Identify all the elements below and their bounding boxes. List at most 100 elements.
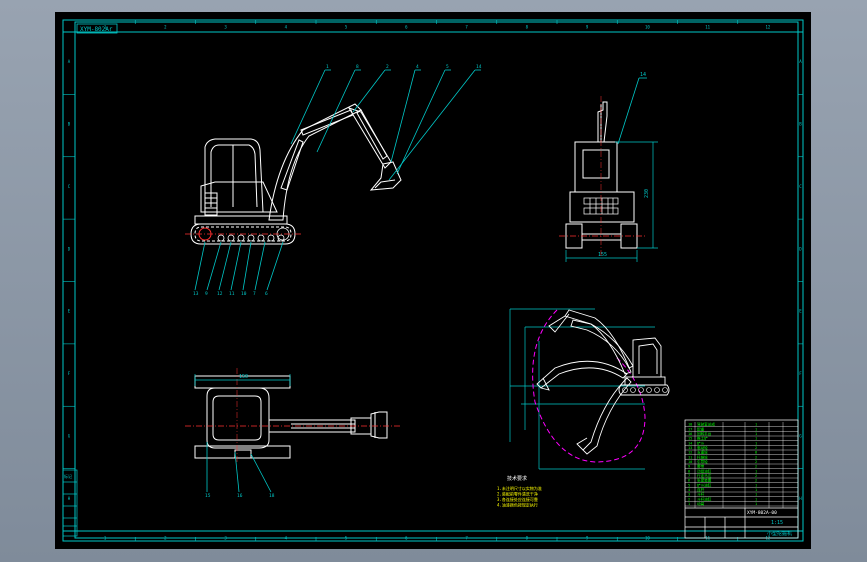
side-view [190, 103, 402, 245]
parts-row-qty: 1 [755, 502, 757, 506]
frame-row-label-right: H [799, 496, 802, 501]
leader-line [388, 69, 476, 181]
track-roller [217, 234, 225, 242]
frame-col-label-top: 11 [705, 25, 710, 30]
title-block-drawing-no: XYM-802A-00 [747, 510, 777, 516]
top-callout-label: 16 [237, 493, 243, 499]
undercarriage-callout-label: 7 [253, 291, 256, 297]
frame-col-label-bottom: 4 [285, 536, 288, 541]
front-view-dimensions [565, 141, 658, 262]
track-roller [630, 387, 636, 393]
frame-col-label-top: 5 [345, 25, 348, 30]
track-roller [237, 234, 245, 242]
parts-row-qty: 1 [755, 469, 757, 473]
top-callout-label: 15 [205, 493, 211, 499]
revision-block-label: 标记 [64, 473, 72, 479]
track-roller [638, 387, 644, 393]
parts-row-name: 履带 [697, 464, 705, 469]
parts-row-name: 行走马达 [697, 473, 712, 478]
frame-col-label-bottom: 5 [345, 536, 348, 541]
parts-row-name: 引导轮 [697, 459, 708, 464]
parts-row-no: 10 [688, 460, 692, 464]
parts-row-qty: 1 [755, 427, 757, 431]
side-view-drive-sprocket [198, 227, 212, 241]
track-roller [277, 234, 285, 242]
leader-line [206, 241, 222, 291]
front-view-height-dim: 230 [644, 189, 650, 198]
side-callout-label: 2 [386, 64, 389, 70]
tech-note-line: 1.未注明尺寸以实物为准 [497, 485, 542, 491]
frame-col-label-top: 9 [586, 25, 589, 30]
frame-row-label-left: F [68, 371, 71, 376]
parts-row-no: 5 [688, 483, 690, 487]
top-view-bucket [370, 411, 388, 439]
frame-row-label-left: G [68, 433, 71, 438]
leader-line [218, 241, 232, 291]
parts-row-name: 张紧装置 [697, 478, 712, 483]
parts-row-qty: 2 [755, 455, 757, 459]
leader-line [194, 241, 206, 291]
frame-col-label-bottom: 1 [104, 536, 107, 541]
parts-row-qty: 1 [755, 493, 757, 497]
frame-col-label-top: 3 [224, 25, 227, 30]
parts-row-name: 推土铲 [697, 436, 708, 441]
frame-row-label-right: A [799, 59, 802, 64]
front-view [565, 101, 638, 249]
frame-row-label-right: D [799, 246, 802, 251]
frame-row-label-left: E [68, 309, 71, 314]
frame-col-label-top: 12 [765, 25, 770, 30]
undercarriage-callout-label: 9 [205, 291, 208, 297]
leader-line [396, 69, 446, 175]
title-block-product: 小型挖掘机 [767, 530, 792, 537]
side-callout-label: 8 [356, 64, 359, 70]
parts-row-name: 斗杆 [697, 492, 705, 497]
frame-col-label-bottom: 10 [645, 536, 650, 541]
side-view-rollers [217, 227, 290, 242]
parts-row-no: 17 [688, 427, 692, 431]
leader-line [290, 69, 326, 145]
leader-line [242, 241, 252, 291]
tech-notes: 1.未注明尺寸以实物为准2.装配前零件清洗干净3.各连接处应连接可靠4.油漆颜色… [497, 485, 542, 508]
track-roller [646, 387, 652, 393]
track-roller [227, 234, 235, 242]
tech-note-line: 4.油漆颜色按规定执行 [497, 502, 538, 508]
leader-line [234, 451, 240, 493]
parts-row-qty: 2 [755, 446, 757, 450]
leader-line [266, 241, 284, 291]
leader-line [390, 69, 416, 163]
parts-row-qty: 2 [755, 465, 757, 469]
undercarriage-callout-label: 12 [217, 291, 223, 297]
frame-col-label-top: 10 [645, 25, 650, 30]
top-view [194, 375, 388, 459]
track-roller [622, 387, 628, 393]
frame-row-label-left: H [68, 496, 71, 501]
front-view-width-dim: 155 [598, 252, 607, 258]
frame-row-label-right: C [799, 184, 802, 189]
undercarriage-callout-label: 13 [193, 291, 199, 297]
leader-line [230, 241, 242, 291]
track-roller [247, 234, 255, 242]
parts-row-name: 配重 [697, 426, 705, 431]
leader-line [352, 69, 386, 113]
front-view-leader [617, 77, 640, 145]
frame-col-label-bottom: 8 [526, 536, 529, 541]
parts-row-no: 18 [688, 423, 692, 427]
tech-notes-title: 技术要求 [507, 475, 527, 482]
title-tag-box [76, 23, 118, 34]
parts-row-name: 支重轮 [697, 450, 708, 455]
parts-row-name: 动臂油缸 [697, 468, 712, 473]
tech-note-line: 3.各连接处应连接可靠 [497, 496, 538, 502]
parts-row-name: 铲斗油缸 [697, 482, 712, 487]
top-view-width-dim: 150 [239, 374, 248, 380]
side-view-bucket [369, 161, 402, 191]
parts-row-no: 15 [688, 437, 692, 441]
parts-row-qty: 1 [755, 423, 757, 427]
top-view-house [206, 387, 270, 449]
